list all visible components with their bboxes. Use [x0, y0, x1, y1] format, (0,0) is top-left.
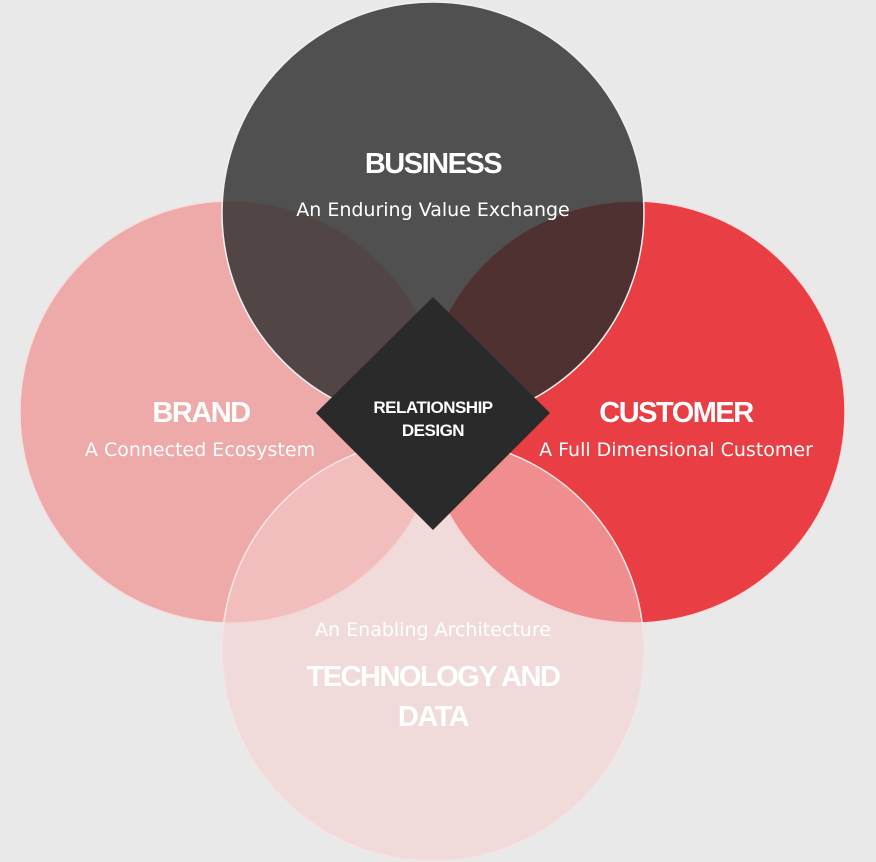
brand-subtitle: A Connected Ecosystem [85, 439, 315, 461]
technology-subtitle: An Enabling Architecture [315, 619, 551, 641]
customer-title: CUSTOMER [599, 397, 754, 429]
brand-title: BRAND [152, 397, 250, 429]
technology-title-line2: DATA [398, 701, 470, 733]
relationship-design-diamond [316, 297, 550, 530]
business-subtitle: An Enduring Value Exchange [296, 199, 570, 221]
customer-subtitle: A Full Dimensional Customer [539, 439, 813, 461]
business-title: BUSINESS [365, 148, 502, 180]
core-label-line1: RELATIONSHIP [373, 398, 492, 417]
technology-title-line1: TECHNOLOGY AND [307, 661, 560, 693]
core-label-line2: DESIGN [402, 421, 464, 440]
